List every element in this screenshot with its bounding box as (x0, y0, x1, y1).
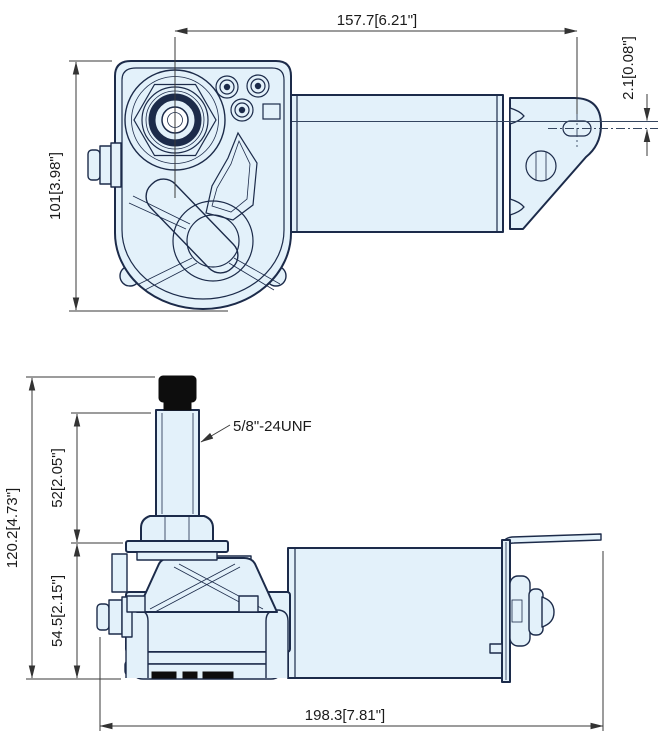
top-view-mounting-bracket (502, 97, 658, 230)
shaft-washer-collar (136, 551, 218, 561)
dim-overall-height-label: 120.2[4.73"] (4, 488, 21, 568)
bracket-screw-tab-bottom (509, 198, 525, 216)
gearbox-bottom-pads (151, 671, 234, 679)
top-view-dimensions: 157.7[6.21"] 101[3.98"] 2.1[0.08"] (47, 12, 651, 312)
side-view-gearbox (96, 555, 291, 680)
dim-overall-length-label: 198.3[7.81"] (305, 707, 385, 724)
top-view-connector (87, 142, 122, 188)
terminal-3 (230, 98, 254, 122)
gearbox-lower-plate (129, 651, 287, 665)
shaft-cap (158, 375, 197, 403)
top-view: 157.7[6.21"] 101[3.98"] 2.1[0.08"] (47, 12, 658, 312)
dim-width-label: 157.7[6.21"] (337, 12, 417, 29)
top-view-gearbox (87, 60, 292, 310)
terminal-2 (246, 74, 270, 98)
gearbox-ribs (128, 195, 281, 291)
dim-height-label: 101[3.98"] (47, 152, 64, 220)
crank-arm-outline (205, 131, 258, 221)
dim-lower-height-label: 54.5[2.15"] (49, 575, 66, 647)
bracket-flange (501, 533, 602, 549)
dim-shaft-length-label: 52[2.05"] (49, 448, 66, 508)
dim-offset-label: 2.1[0.08"] (620, 36, 637, 100)
terminals (215, 74, 270, 122)
side-view-motor-body (287, 547, 503, 679)
dome-tab-right (238, 595, 259, 613)
bracket-tab (489, 643, 503, 654)
bracket-screw-tab-top (509, 107, 525, 125)
motor-end-bearing (509, 575, 555, 647)
output-shaft-assembly (111, 375, 229, 593)
top-view-motor-body (290, 94, 504, 233)
thread-leader-line (200, 424, 231, 443)
boss-hex-nut (133, 83, 217, 157)
bracket-screw-head (525, 150, 557, 182)
shaft-cap-collar (163, 401, 192, 411)
dome-tab-left (126, 595, 146, 613)
gearbox-dome (126, 555, 278, 613)
crank-hub-outer (172, 200, 254, 282)
thread-label: 5/8"-24UNF (233, 418, 312, 435)
crank-hub-inner (186, 214, 240, 268)
shaft-hex-nut (140, 515, 214, 542)
threaded-shaft (155, 409, 200, 517)
gearbox-clip (262, 103, 281, 120)
side-view-connector (96, 596, 133, 638)
shaft-washer (125, 540, 229, 553)
side-view-dimensions: 120.2[4.73"] 52[2.05"] 54.5[2.15"] 198.3… (4, 376, 604, 731)
crank-mechanism (128, 131, 281, 291)
terminal-1 (215, 75, 239, 99)
side-view: 120.2[4.73"] 52[2.05"] 54.5[2.15"] 198.3… (4, 375, 604, 731)
shaft-side-post (111, 553, 128, 593)
gearbox-ear-right (265, 609, 289, 678)
